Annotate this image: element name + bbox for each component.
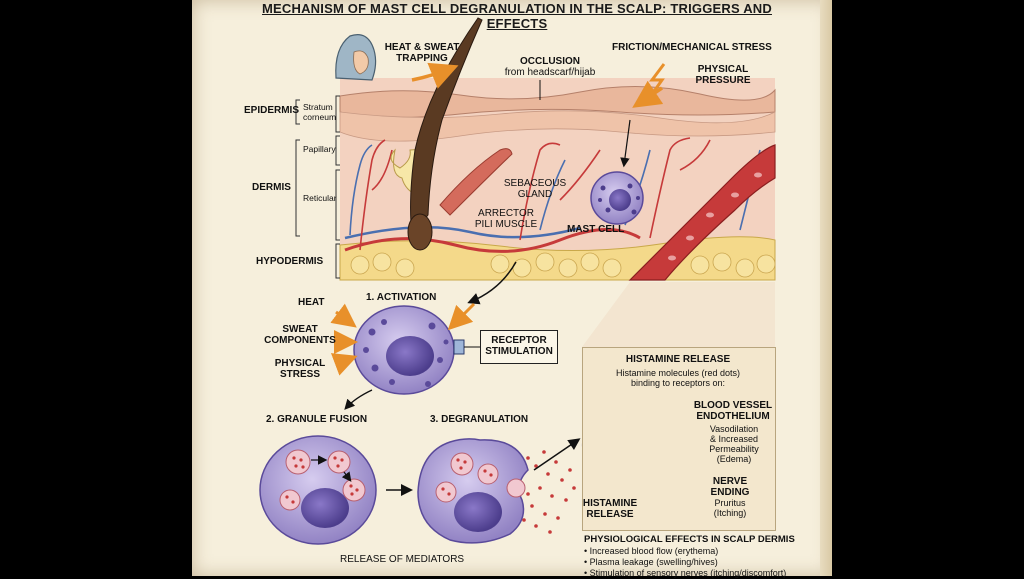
receptor-label: RECEPTOR STIMULATION: [485, 335, 553, 357]
papillary-label: Papillary: [303, 144, 336, 154]
physical-pressure-label: PHYSICAL PRESSURE: [695, 64, 751, 86]
effects-title: PHYSIOLOGICAL EFFECTS IN SCALP DERMIS: [584, 534, 795, 545]
skin-cross-section: [339, 17, 776, 281]
page-title: MECHANISM OF MAST CELL DEGRANULATION IN …: [262, 1, 772, 31]
nerve-desc: Pruritus (Itching): [713, 498, 747, 518]
red-cells: [668, 172, 762, 261]
fat-lobules: [350, 252, 776, 278]
epidermis-label: EPIDERMIS: [244, 105, 300, 116]
receptor-stimulation-box: [480, 330, 558, 364]
effects-section: PHYSIOLOGICAL EFFECTS IN SCALP DERMIS • …: [584, 534, 820, 579]
sweat-trigger-label: SWEAT COMPONENTS: [264, 324, 336, 346]
reticular-label: Reticular: [303, 193, 337, 203]
layer-brackets: [295, 95, 340, 279]
vessel-desc: Vasodilation & Increased Permeability (E…: [709, 424, 759, 464]
top-input-arrow: [447, 302, 476, 331]
blood-vessel: [628, 144, 776, 281]
to-fusion-arrow: [344, 389, 373, 410]
capillaries-red: [359, 137, 711, 251]
effect-item: • Stimulation of sensory nerves (itching…: [584, 568, 787, 578]
activation-cell: [353, 305, 480, 395]
histamine-desc: Histamine molecules (red dots) binding t…: [615, 368, 741, 388]
zoom-connector: [582, 282, 775, 347]
effect-item: • Plasma leakage (swelling/hives): [584, 557, 718, 567]
occlusion-sub-label: from headscarf/hijab: [504, 67, 596, 78]
fusion-cell: [259, 435, 377, 545]
sebaceous-label: SEBACEOUS GLAND: [503, 178, 567, 200]
friction-label: FRICTION/MECHANICAL STRESS: [612, 42, 772, 53]
released-mediators: [522, 450, 576, 534]
degranulation-cell: [417, 438, 529, 544]
mast-cell-label: MAST CELL: [567, 224, 625, 235]
activation-title: 1. ACTIVATION: [366, 292, 437, 303]
heat-trigger-label: HEAT: [298, 297, 325, 308]
arrector-pili: [439, 148, 513, 216]
epidermis-layer: [339, 110, 776, 142]
to-activation-arrow: [467, 261, 517, 305]
occlusion-label: OCCLUSION: [520, 56, 580, 67]
receptor-icon: [453, 339, 465, 355]
to-histamine-arrow: [533, 438, 581, 471]
page-edge: [820, 0, 832, 576]
hair-bulb: [407, 213, 433, 251]
histamine-title: HISTAMINE RELEASE: [625, 354, 731, 365]
histamine-panel: [582, 347, 776, 531]
histamine-release-label: HISTAMINE RELEASE: [582, 498, 638, 520]
stratum-label: Stratum corneum: [303, 102, 337, 122]
stress-input-arrow: [330, 353, 358, 376]
effect-item: • Increased blood flow (erythema): [584, 546, 719, 556]
arrector-label: ARRECTOR PILI MUSCLE: [474, 208, 538, 230]
heat-input-arrow: [330, 303, 357, 328]
release-mediators-label: RELEASE OF MEDIATORS: [340, 554, 465, 565]
dermis-label: DERMIS: [252, 182, 291, 193]
fusion-title: 2. GRANULE FUSION: [266, 414, 368, 425]
person-hijab-icon: [335, 34, 377, 81]
heat-sweat-label: HEAT & SWEAT TRAPPING: [384, 42, 460, 64]
hypodermis-label: HYPODERMIS: [256, 256, 324, 267]
stress-trigger-label: PHYSICAL STRESS: [274, 358, 326, 380]
nerve-title: NERVE ENDING: [710, 476, 750, 498]
vessel-title: BLOOD VESSEL ENDOTHELIUM: [693, 400, 773, 422]
heat-arrow: [411, 62, 459, 89]
degranulation-title: 3. DEGRANULATION: [430, 414, 529, 425]
pressure-arrow: [632, 80, 664, 108]
